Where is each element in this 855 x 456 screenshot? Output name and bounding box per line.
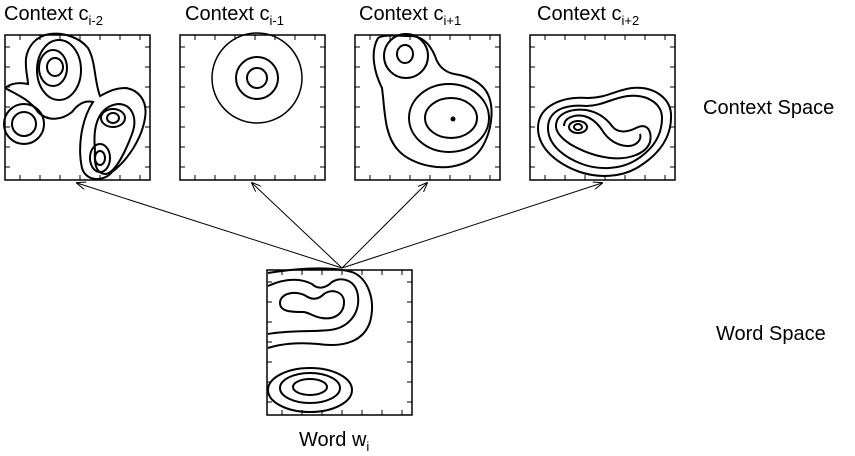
context-panel-i-minus-2 [3,32,151,181]
word-space-label: Word Space [716,323,826,345]
context-label-i-minus-1: Context ci-1 [185,3,284,28]
context-panel-i-plus-1 [354,33,501,181]
panel-ticks [267,270,412,415]
density-contours [211,32,303,124]
density-contours [3,32,147,180]
word-label: Word wi [299,429,370,454]
panel-ticks [180,35,325,180]
context-panel-i-plus-2 [529,34,676,181]
mapping-arrows [77,183,602,269]
density-contours [537,86,673,177]
density-contours [267,267,373,413]
context-panel-i-minus-1 [179,32,326,181]
density-contours [372,33,493,169]
context-label-i-plus-2: Context ci+2 [537,3,640,28]
context-space-label: Context Space [703,97,835,119]
word-panel [266,267,413,416]
panel-ticks [355,35,500,180]
panel-ticks [530,35,675,180]
context-label-i-plus-1: Context ci+1 [359,3,462,28]
context-label-i-minus-2: Context ci-2 [4,3,103,28]
